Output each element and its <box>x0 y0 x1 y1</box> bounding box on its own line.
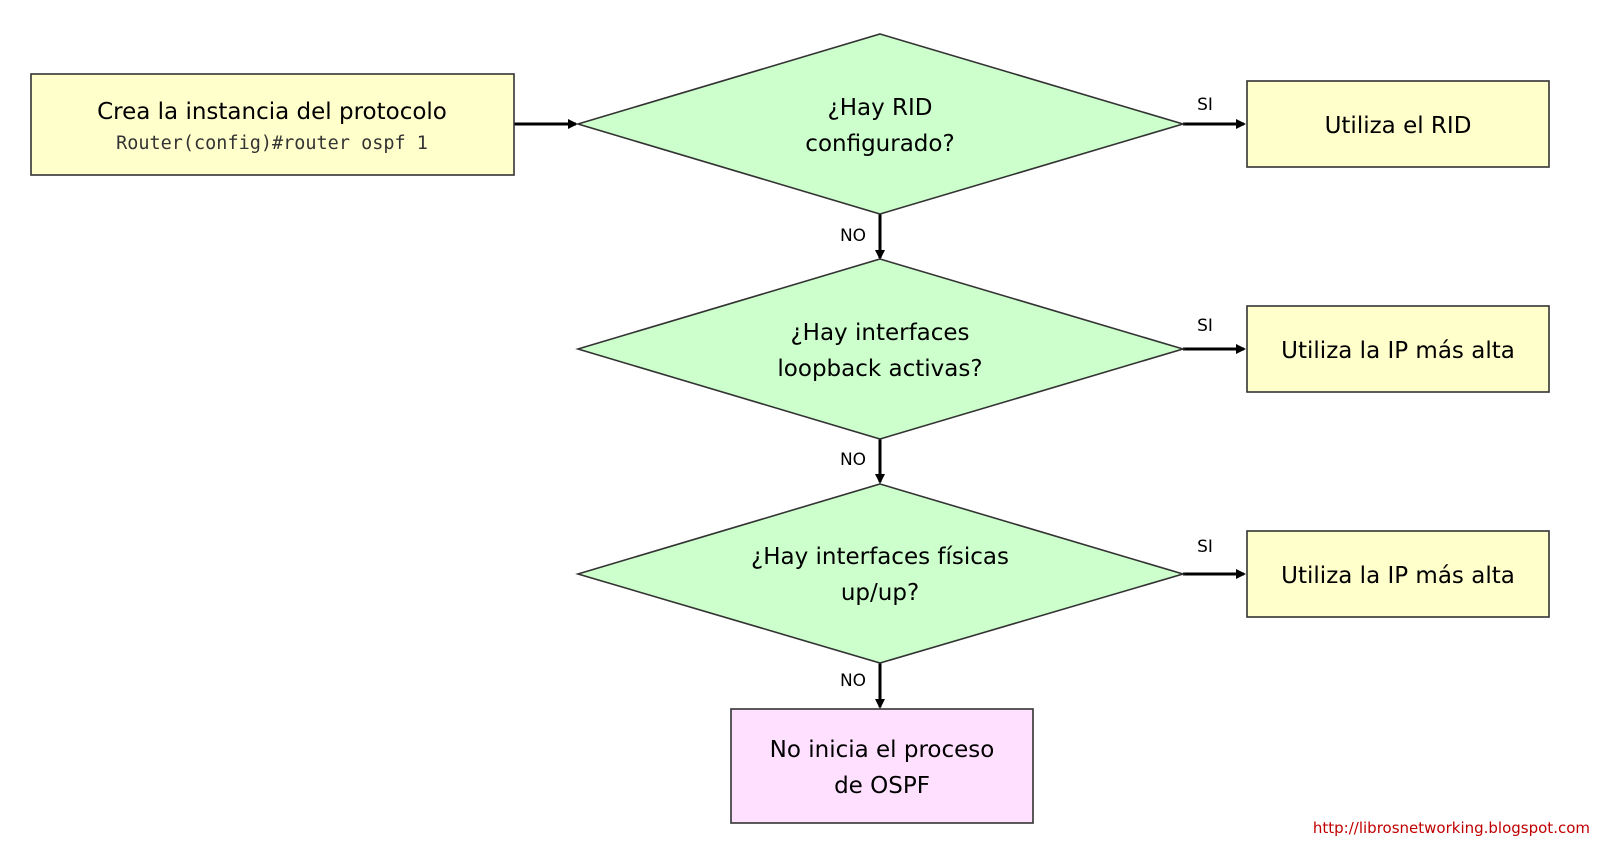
result-use-rid: Utiliza el RID <box>1246 80 1550 168</box>
result-3-box <box>1246 530 1550 618</box>
credit-url: http://librosnetworking.blogspot.com <box>1313 819 1590 837</box>
decision-2-line-1: ¿Hay interfaces <box>790 320 969 346</box>
decision-3-diamond <box>575 483 1186 664</box>
start-title: Crea la instancia del protocolo <box>97 99 447 125</box>
decision-3-line-2: up/up? <box>841 580 919 606</box>
result-use-highest-physical-ip: Utiliza la IP más alta <box>1246 530 1550 618</box>
decision-1-line-1: ¿Hay RID <box>828 95 933 121</box>
decision-1-line-2: configurado? <box>805 131 954 157</box>
result-1-label: Utiliza el RID <box>1325 113 1472 139</box>
end-line-1: No inicia el proceso <box>770 737 995 763</box>
end-box-shape <box>730 708 1034 824</box>
label-no-1: NO <box>840 226 866 246</box>
label-no-3: NO <box>840 671 866 691</box>
decision-3-line-1: ¿Hay interfaces físicas <box>751 544 1009 570</box>
decision-1-diamond <box>575 33 1186 215</box>
decision-2-diamond <box>575 258 1186 440</box>
decision-rid-configured: ¿Hay RID configurado? <box>575 33 1186 215</box>
result-1-box <box>1246 80 1550 168</box>
decision-loopback-active: ¿Hay interfaces loopback activas? <box>575 258 1186 440</box>
decision-2-line-2: loopback activas? <box>777 356 982 382</box>
start-command: Router(config)#router ospf 1 <box>116 133 428 154</box>
label-yes-2: SI <box>1197 316 1213 336</box>
result-2-label: Utiliza la IP más alta <box>1281 338 1515 364</box>
start-box-shape <box>30 73 515 176</box>
result-2-box <box>1246 305 1550 393</box>
label-no-2: NO <box>840 450 866 470</box>
label-yes-1: SI <box>1197 95 1213 115</box>
result-use-highest-loopback-ip: Utiliza la IP más alta <box>1246 305 1550 393</box>
decision-physical-up: ¿Hay interfaces físicas up/up? <box>575 483 1186 664</box>
start-box: Crea la instancia del protocolo Router(c… <box>30 73 515 176</box>
result-3-label: Utiliza la IP más alta <box>1281 563 1515 589</box>
end-box: No inicia el proceso de OSPF <box>730 708 1034 824</box>
label-yes-3: SI <box>1197 537 1213 557</box>
end-line-2: de OSPF <box>834 773 930 799</box>
